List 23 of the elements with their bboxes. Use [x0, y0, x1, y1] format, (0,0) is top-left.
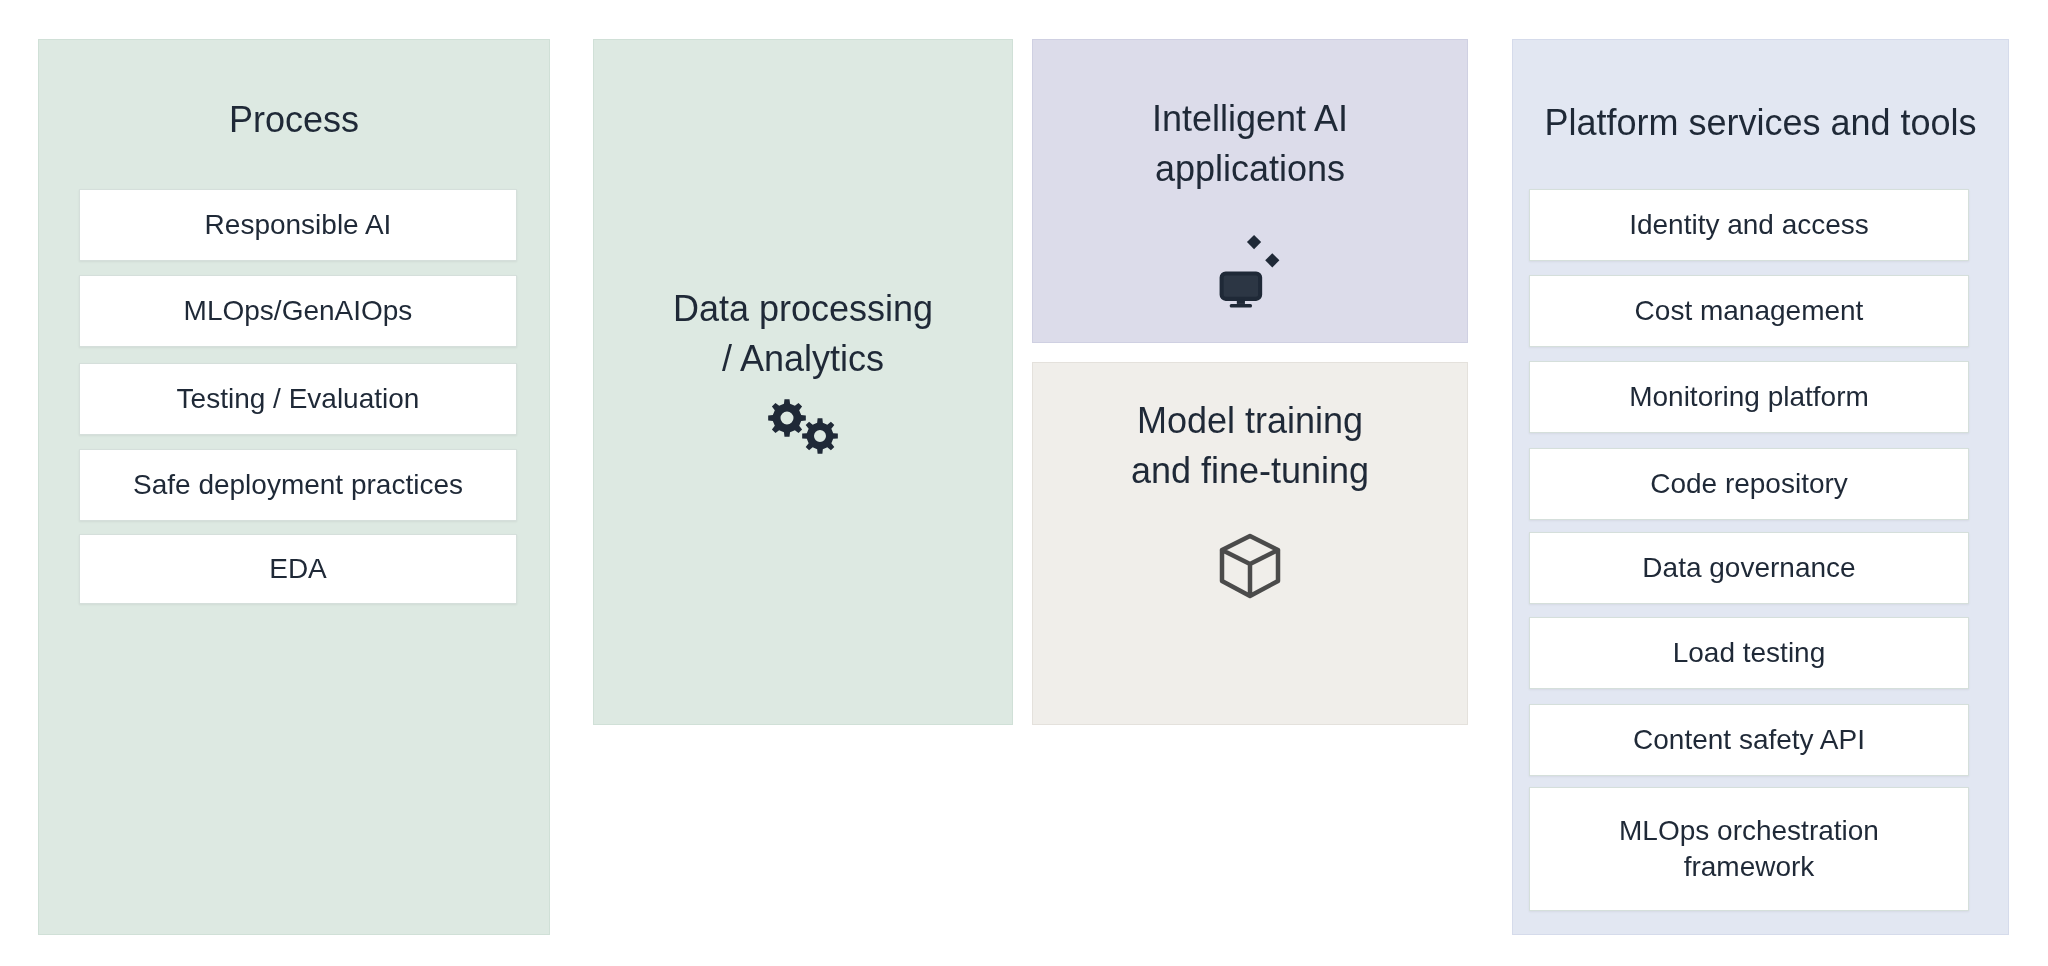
section-panel	[38, 39, 550, 935]
list-item: Responsible AI	[79, 189, 517, 261]
list-item: Data governance	[1529, 532, 1969, 604]
list-item: Testing / Evaluation	[79, 363, 517, 435]
section-panel	[1512, 39, 2009, 935]
list-item: MLOps orchestration framework	[1529, 787, 1969, 911]
list-item: Cost management	[1529, 275, 1969, 347]
section-title: Data processing / Analytics	[671, 287, 935, 382]
section-title: Intelligent AI applications	[1150, 97, 1350, 192]
section-title: Model training and fine-tuning	[1129, 399, 1371, 494]
list-item: Load testing	[1529, 617, 1969, 689]
section-panel	[1032, 39, 1468, 343]
section-title: Process	[229, 98, 359, 142]
section-title: Platform services and tools	[1544, 101, 1977, 145]
list-item: Code repository	[1529, 448, 1969, 520]
list-item: Identity and access	[1529, 189, 1969, 261]
list-item: MLOps/GenAIOps	[79, 275, 517, 347]
section-panel	[593, 39, 1013, 725]
list-item: Content safety API	[1529, 704, 1969, 776]
list-item: Monitoring platform	[1529, 361, 1969, 433]
section-panel	[1032, 362, 1468, 725]
list-item: Safe deployment practices	[79, 449, 517, 521]
list-item: EDA	[79, 534, 517, 604]
